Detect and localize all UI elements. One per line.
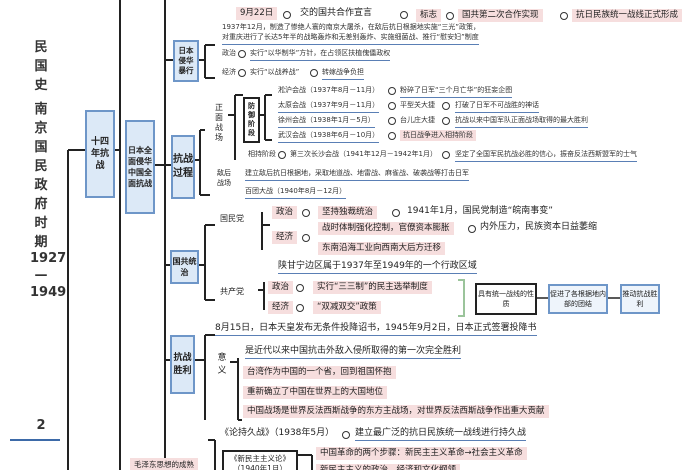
node-b3a[interactable]: 台儿庄大捷 <box>400 116 435 124</box>
node-14-year-war[interactable]: 十四年抗战 <box>85 110 115 198</box>
node-new-democracy-book[interactable]: 《新民主主义论》（1940年1月） <box>222 450 298 470</box>
node-b2r[interactable]: 打破了日军不可战胜的神话 <box>455 100 539 113</box>
label-mao-thought[interactable]: 毛泽东思想的成熟 <box>130 458 198 470</box>
title-republic: 民国史 <box>34 40 48 93</box>
node-atro1[interactable]: 1937年12月，制造了惨绝人寰的南京大屠杀，在敌后抗日根据地实施“三光”政策， <box>222 23 480 31</box>
connector-circle-icon <box>296 304 304 312</box>
node-eco[interactable]: 经济 <box>222 68 236 76</box>
node-b2[interactable]: 太原会战（1937年9月－11月） <box>278 100 380 113</box>
connector-circle-icon <box>388 87 396 95</box>
node-b5r[interactable]: 坚定了全国军民抗战必胜的信心，振奋反法西斯盟军的士气 <box>455 149 637 162</box>
label-significance: 意义 <box>217 353 227 376</box>
node-b1[interactable]: 淞沪会战（1937年8月－11月） <box>278 86 380 94</box>
node-stal[interactable]: 相持阶段 <box>248 150 276 158</box>
node-eco-t2[interactable]: 转嫁战争负担 <box>322 67 364 80</box>
node-b1r[interactable]: 粉碎了日军“三个月亡华”的狂妄企图 <box>400 85 513 98</box>
connector-circle-icon <box>388 132 396 140</box>
node-shaan[interactable]: 陕甘宁边区属于1937年至1949年的一个行政区域 <box>278 261 477 274</box>
node-mark[interactable]: 标志 <box>416 9 442 22</box>
node-keco-t2[interactable]: 东南沿海工业向西南大后方迁移 <box>318 242 446 255</box>
node-coop2[interactable]: 国共第二次合作实现 <box>458 9 543 22</box>
node-promote-victory[interactable]: 推动抗战胜利 <box>620 284 660 314</box>
node-atro2[interactable]: 对重庆进行了长达5年半的战略轰炸和无差别轰炸、实施细菌战、推行“慰安妇”制度 <box>222 32 479 45</box>
node-kpol-r[interactable]: 1941年1月，国民党制造“皖南事变” <box>407 206 553 216</box>
node-pol[interactable]: 政治 <box>222 49 236 57</box>
node-b3[interactable]: 徐州会战（1938年1月－5月） <box>278 115 375 128</box>
node-kpol-t[interactable]: 坚持独裁统治 <box>318 206 378 219</box>
node-lun-r[interactable]: 建立最广泛的抗日民族统一战线进行持久战 <box>355 428 527 441</box>
connector-circle-icon <box>392 209 400 217</box>
connector-circle-icon <box>278 151 286 159</box>
node-m3[interactable]: 重新确立了中国在世界上的大国地位 <box>243 386 388 399</box>
label-ccp: 共产党 <box>220 287 244 296</box>
node-eco-t[interactable]: 实行“以战养战” <box>250 68 300 76</box>
label-kmt: 国民党 <box>220 214 244 223</box>
node-front[interactable]: 抗日民族统一战线正式形成 <box>572 9 683 22</box>
connector-circle-icon <box>560 12 568 20</box>
node-kmt-ccp-rule[interactable]: 国共统治 <box>170 250 199 284</box>
node-m1[interactable]: 是近代以来中国抗击外敌入侵所取得的第一次完全胜利 <box>245 346 462 359</box>
connector-circle-icon <box>238 69 246 77</box>
node-united-front-nature[interactable]: 具有统一战线的性质 <box>475 283 537 315</box>
connector-circle-icon <box>442 117 450 125</box>
node-keco[interactable]: 经济 <box>272 231 298 244</box>
node-sep22[interactable]: 9月22日 <box>236 7 278 20</box>
node-rear1[interactable]: 建立敌后抗日根据地，采取地道战、地雷战、麻雀战、破袭战等打击日军 <box>245 168 469 181</box>
node-b5[interactable]: 第三次长沙会战（1941年12月－1942年1月） <box>290 150 437 158</box>
node-cpol[interactable]: 政治 <box>268 281 294 294</box>
page-number: 2 <box>36 418 46 433</box>
node-b2a[interactable]: 平型关大捷 <box>400 101 435 109</box>
connector-circle-icon <box>442 151 450 159</box>
connector-circle-icon <box>468 225 476 233</box>
node-b4r[interactable]: 抗日战争进入相持阶段 <box>400 130 476 141</box>
node-pol-t[interactable]: 实行“以华制华”方针，在占领区扶植傀儡政权 <box>250 48 391 61</box>
node-war-process[interactable]: 抗战过程 <box>171 135 195 199</box>
node-keco-r[interactable]: 内外压力，民族资本日益萎缩 <box>480 222 598 232</box>
connector-circle-icon <box>388 102 396 110</box>
connector-circle-icon <box>442 102 450 110</box>
node-b3r[interactable]: 抗战以来中国军队正面战场取得的最大胜利 <box>455 115 588 128</box>
connector-circle-icon <box>296 284 304 292</box>
connector-circle-icon <box>400 11 408 19</box>
node-xin1[interactable]: 中国革命的两个步骤：新民主主义革命→社会主义革命 <box>316 447 527 460</box>
node-cpol-t[interactable]: 实行“三三制”的民主选举制度 <box>313 281 432 294</box>
node-declaration[interactable]: 交的国共合作宣言 <box>300 8 373 18</box>
node-japanese-atrocities[interactable]: 日本侵华暴行 <box>173 40 199 82</box>
node-lun[interactable]: 《论持久战》（1938年5月） <box>220 428 335 438</box>
connector-circle-icon <box>283 11 291 19</box>
node-surrender[interactable]: 8月15日，日本天皇发布无条件投降诏书，1945年9月2日，日本正式签署投降书 <box>215 323 537 336</box>
title-years: 1927—1949 <box>30 251 67 300</box>
node-ceco-t[interactable]: “双减双交”政策 <box>313 301 381 314</box>
connector-circle-icon <box>342 431 350 439</box>
connector-circle-icon <box>310 69 318 77</box>
node-base-unity[interactable]: 促进了各根据地内部的团结 <box>548 284 608 314</box>
title-period: 南京国民政府时期 <box>34 102 48 250</box>
node-m4[interactable]: 中国战场是世界反法西斯战争的东方主战场，对世界反法西斯战争作出重大贡献 <box>243 405 549 418</box>
node-defense-stage[interactable]: 防御阶段 <box>243 97 260 143</box>
node-war-victory[interactable]: 抗战胜利 <box>170 335 195 394</box>
label-front-battlefield: 正面战场 <box>215 103 223 142</box>
connector-circle-icon <box>302 209 310 217</box>
connector-circle-icon <box>388 117 396 125</box>
connector-circle-icon <box>302 234 310 242</box>
node-kpol[interactable]: 政治 <box>272 206 298 219</box>
connector-circle-icon <box>238 50 246 58</box>
node-keco-t1[interactable]: 战时体制强化控制，官僚资本膨胀 <box>318 222 454 235</box>
node-full-scale-war[interactable]: 日本全面侵华 中国全面抗战 <box>125 120 155 214</box>
node-b4[interactable]: 武汉会战（1938年6月－10月） <box>278 130 380 143</box>
connector-circle-icon <box>446 12 454 20</box>
node-ceco[interactable]: 经济 <box>268 301 294 314</box>
node-rear2[interactable]: 百团大战（1940年8月－12月） <box>245 186 347 199</box>
node-m2[interactable]: 台湾作为中国的一个省，回到祖国怀抱 <box>243 366 396 379</box>
node-xin2[interactable]: 新民主主义的政治、经济和文化纲领 <box>316 464 461 470</box>
label-rear-battlefield: 敌后战场 <box>217 169 231 187</box>
